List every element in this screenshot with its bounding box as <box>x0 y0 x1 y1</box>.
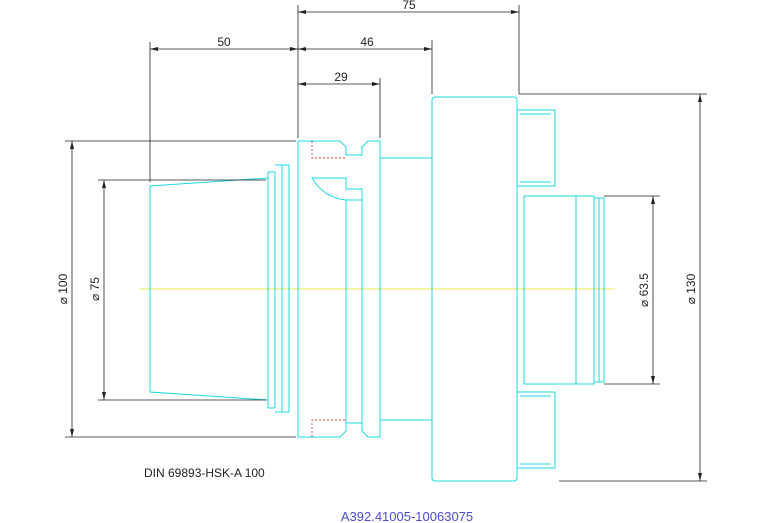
hidden-lines <box>311 141 346 437</box>
dim-text-dia-130: ⌀ 130 <box>684 273 698 304</box>
dim-dia-63-5 <box>651 196 655 384</box>
flange <box>431 96 518 482</box>
dim-text-shank-length: 50 <box>217 35 231 49</box>
dim-text-dia-75: ⌀ 75 <box>88 277 102 301</box>
dim-flange-offset <box>298 47 432 51</box>
dim-text-overall-length: 75 <box>402 0 416 12</box>
dim-dia-75 <box>102 180 106 400</box>
dim-text-dia-63-5: ⌀ 63.5 <box>637 273 651 307</box>
pilot-spigot <box>523 195 605 385</box>
dim-text-flange-offset: 46 <box>360 35 374 49</box>
drive-keys <box>516 109 556 469</box>
dim-overall-length <box>298 10 519 14</box>
hsk-shank <box>149 164 290 413</box>
standard-label: DIN 69893-HSK-A 100 <box>144 466 265 480</box>
dim-dia-130 <box>698 94 702 481</box>
dim-text-dia-100: ⌀ 100 <box>56 273 70 304</box>
dim-shank-length <box>150 47 298 51</box>
dim-text-groove-offset: 29 <box>334 70 348 84</box>
dim-dia-100 <box>70 141 74 437</box>
extension-lines <box>65 5 707 482</box>
collar <box>297 140 432 438</box>
part-number: A392.41005-10063075 <box>341 509 473 523</box>
dim-groove-offset <box>298 82 380 86</box>
